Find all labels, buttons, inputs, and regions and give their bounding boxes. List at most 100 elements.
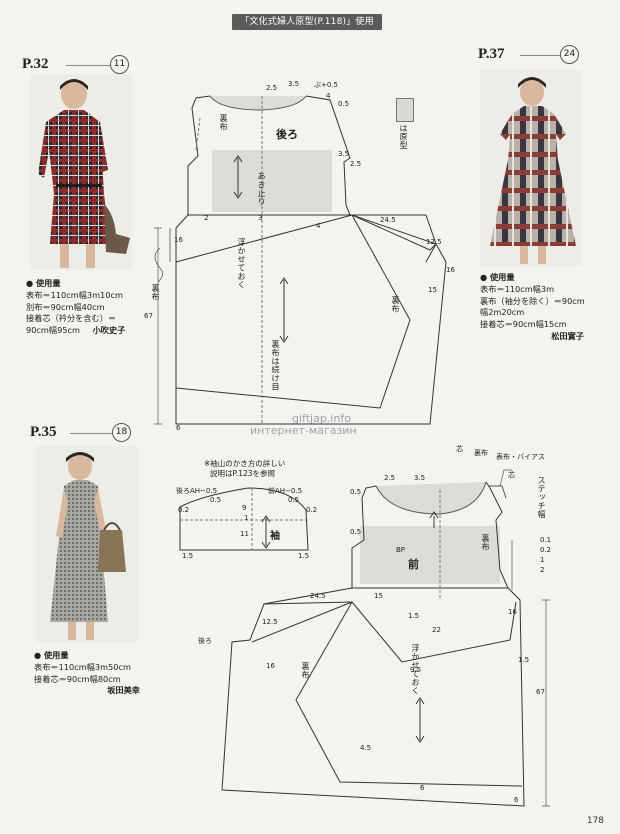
look-2-usage-line: 表布＝110cm幅3m xyxy=(480,283,555,294)
front-label-stitch: ステッチ幅 xyxy=(537,476,546,519)
back-pattern-name: 後ろ xyxy=(276,128,298,141)
watermark-line-1: giftjap.info xyxy=(292,412,351,425)
back-label-hem-cont: 裏布は続け目 xyxy=(271,340,280,391)
back-label-slit: あき止り xyxy=(257,172,266,206)
look-3-ref-divider xyxy=(70,433,112,434)
front-dim: 6 xyxy=(514,796,519,804)
look-1-usage-line: 接着芯（衿分を含む）＝ xyxy=(26,313,117,324)
back-dim: 4 xyxy=(316,222,321,230)
back-dim: 24.5 xyxy=(380,216,396,224)
front-dim: 4.5 xyxy=(360,744,372,752)
sleeve-dim: 9 xyxy=(242,504,247,512)
look-2-usage-line: 裏布（袖分を除く）＝90cm xyxy=(480,295,585,306)
front-dim: 16 xyxy=(266,662,275,670)
front-label-lining-mid: 裏布 xyxy=(301,662,310,679)
back-dim: 16 xyxy=(446,266,455,274)
front-label-lining-side: 裏布 xyxy=(481,534,490,551)
look-3-page-ref: P.35 xyxy=(30,424,57,440)
front-dim: 1 xyxy=(540,556,545,564)
front-label-bias: 表布・バイアス xyxy=(496,453,545,461)
look-1-designer: 小吹史子 xyxy=(92,325,126,336)
back-dim: 3.5 xyxy=(338,150,350,158)
look-3-number-badge: 18 xyxy=(112,423,131,442)
sleeve-dim: 0.2 xyxy=(306,506,318,514)
back-dim: 12.5 xyxy=(426,238,442,246)
front-dim: 0.5 xyxy=(350,528,362,536)
front-dim: 0.5 xyxy=(350,488,362,496)
back-dim: 3.5 xyxy=(288,80,300,88)
front-dim: 15 xyxy=(374,592,383,600)
front-dim: 3.5 xyxy=(414,474,426,482)
look-1-photo xyxy=(30,74,132,270)
sleeve-dim: 1.5 xyxy=(298,552,310,560)
back-dim: ぶ+0.5 xyxy=(314,81,338,89)
look-3-usage: ● 使用量 表布＝110cm幅3m50cm 接着芯＝90cm幅80cm 坂田美幸 xyxy=(34,650,164,697)
look-1-usage-line: 別布＝90cm幅40cm xyxy=(26,301,105,312)
look-2-usage-title: ● 使用量 xyxy=(480,272,515,282)
sleeve-dim: 前AH−0.5 xyxy=(268,487,303,495)
look-1-number-badge: 11 xyxy=(110,55,129,74)
look-3-usage-line: 接着芯＝90cm幅80cm xyxy=(34,673,121,684)
look-2-usage-line: 幅2m20cm xyxy=(480,307,525,318)
back-dim: 67 xyxy=(144,312,153,320)
back-pattern-drafts xyxy=(154,95,447,425)
look-3-designer: 坂田美幸 xyxy=(107,685,140,696)
front-dim: 1.5 xyxy=(518,656,530,664)
back-label-lining: 裏布 xyxy=(219,114,228,131)
front-dim: 9.5 xyxy=(410,666,422,674)
look-2-usage-line: 接着芯＝90cm幅15cm xyxy=(480,319,567,330)
front-dim: 12.5 xyxy=(262,618,278,626)
look-1-usage-line: 90cm幅95cm xyxy=(26,325,80,336)
sleeve-dim: 0.5 xyxy=(210,496,222,504)
front-pattern-name: 前 xyxy=(408,558,419,571)
front-dim: 67 xyxy=(536,688,545,696)
back-label-float: 浮かせておく xyxy=(237,238,246,289)
back-dim: 6 xyxy=(176,424,181,432)
sleeve-dim: 0.5 xyxy=(288,496,300,504)
front-dim: 2.5 xyxy=(384,474,396,482)
front-dim: 16 xyxy=(508,608,517,616)
front-dim: 22 xyxy=(432,626,441,634)
look-3-usage-line: 表布＝110cm幅3m50cm xyxy=(34,661,131,672)
back-label-hem-side: 裏布 xyxy=(151,284,160,301)
front-label-core: 芯 xyxy=(508,471,515,479)
back-dim: 2.5 xyxy=(266,84,278,92)
sleeve-pattern-name: 袖 xyxy=(270,531,280,542)
back-dim: 2.5 xyxy=(350,160,362,168)
front-dim: 0.1 xyxy=(540,536,552,544)
look-2-number-badge: 24 xyxy=(560,45,579,64)
look-1-usage-line: 表布＝110cm幅3m10cm xyxy=(26,289,123,300)
look-2-designer: 松田實子 xyxy=(551,330,584,341)
look-3-usage-title: ● 使用量 xyxy=(34,650,69,660)
back-dim: 4 xyxy=(326,92,331,100)
front-dim: 6 xyxy=(420,784,425,792)
front-label-lining-top: 裏布 xyxy=(474,449,488,457)
front-pattern-drafts xyxy=(221,469,550,807)
back-label-side: 裏布 xyxy=(391,296,400,313)
sleeve-dim: 0.2 xyxy=(178,506,190,514)
sleeve-pattern-drafts xyxy=(179,487,309,551)
back-dim: 3 xyxy=(258,214,263,222)
front-label-back: 後ろ xyxy=(198,637,212,645)
look-3-photo xyxy=(36,446,138,642)
look-2-page-ref: P.37 xyxy=(478,46,505,62)
legend-swatch xyxy=(396,98,414,122)
front-label-float: 浮かせておく xyxy=(411,644,420,695)
sleeve-note-line-1: ※袖山のかき方の詳しい xyxy=(204,459,286,468)
front-label-facing: 芯 xyxy=(456,445,463,453)
look-1-ref-divider xyxy=(66,65,110,66)
back-dim: 15 xyxy=(428,286,437,294)
front-dim: 0.2 xyxy=(540,546,552,554)
sleeve-dim: 後ろAH−0.5 xyxy=(176,487,218,495)
sleeve-dim: 1.5 xyxy=(182,552,194,560)
legend-label: は原型 xyxy=(399,124,408,150)
back-dim: 16 xyxy=(174,236,183,244)
front-dim: 2 xyxy=(540,566,545,574)
watermark-line-2: интернет-магазин xyxy=(250,424,357,437)
sleeve-dim: 11 xyxy=(240,530,249,538)
back-dim: 0.5 xyxy=(338,100,350,108)
sleeve-note-line-2: 説明はP.123を参照 xyxy=(210,469,276,478)
page-number: 178 xyxy=(586,816,604,826)
look-2-photo xyxy=(480,70,582,266)
